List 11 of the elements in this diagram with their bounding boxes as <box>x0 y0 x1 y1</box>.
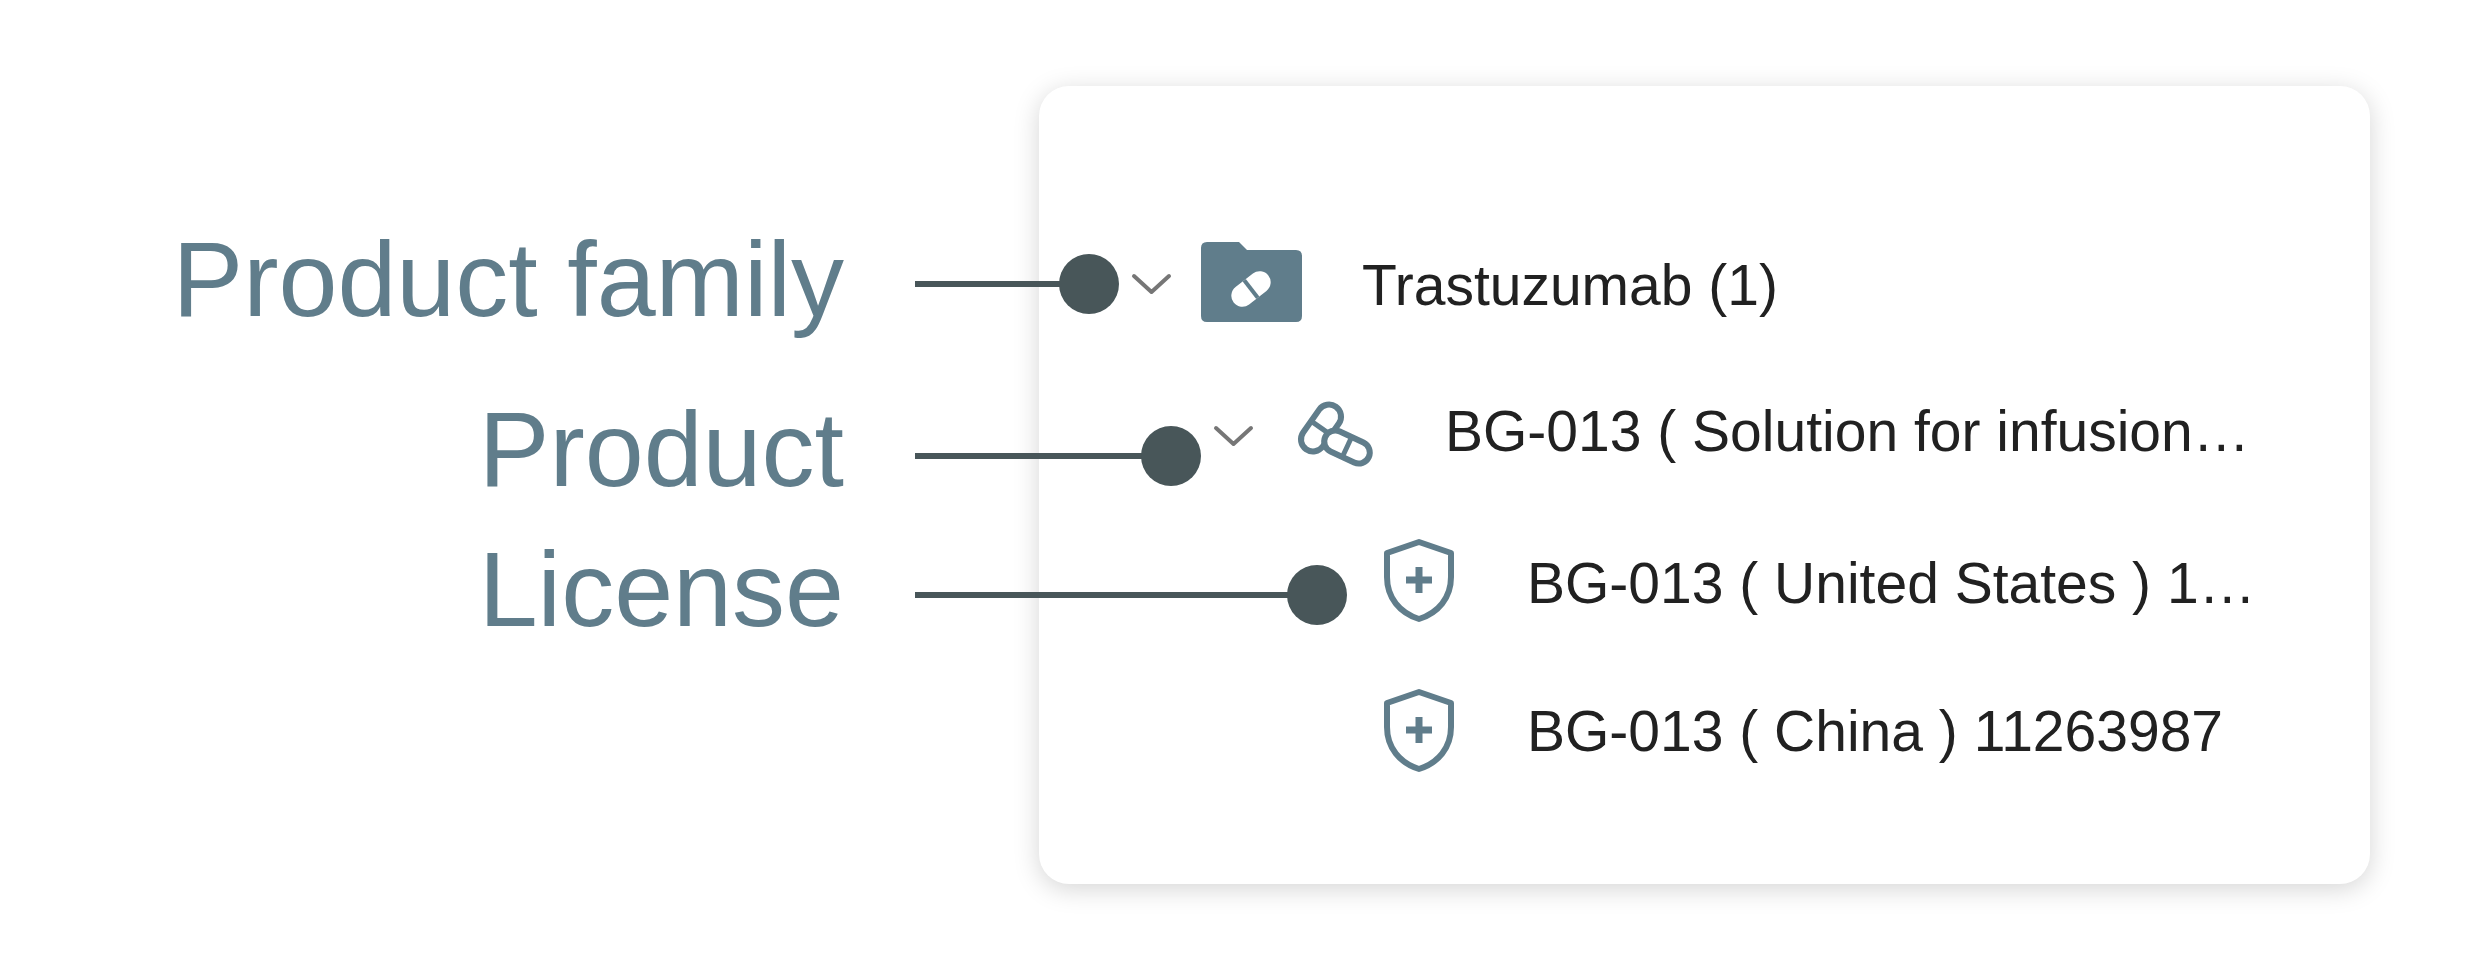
tree-item-label: BG-013 ( Solution for infusion… <box>1445 397 2250 465</box>
tree-item-label: BG-013 ( China ) 11263987 <box>1527 697 2224 765</box>
leader-line <box>915 426 1201 486</box>
callout-label: License <box>478 529 844 651</box>
leader-line <box>915 565 1347 625</box>
tree-panel <box>1039 86 2370 884</box>
leader-line <box>915 254 1119 314</box>
callout-label: Product family <box>172 219 844 341</box>
callout-label: Product <box>478 389 844 511</box>
tree-item-label: BG-013 ( United States ) 1… <box>1527 549 2256 617</box>
tree-item-label: Trastuzumab (1) <box>1362 251 1778 319</box>
